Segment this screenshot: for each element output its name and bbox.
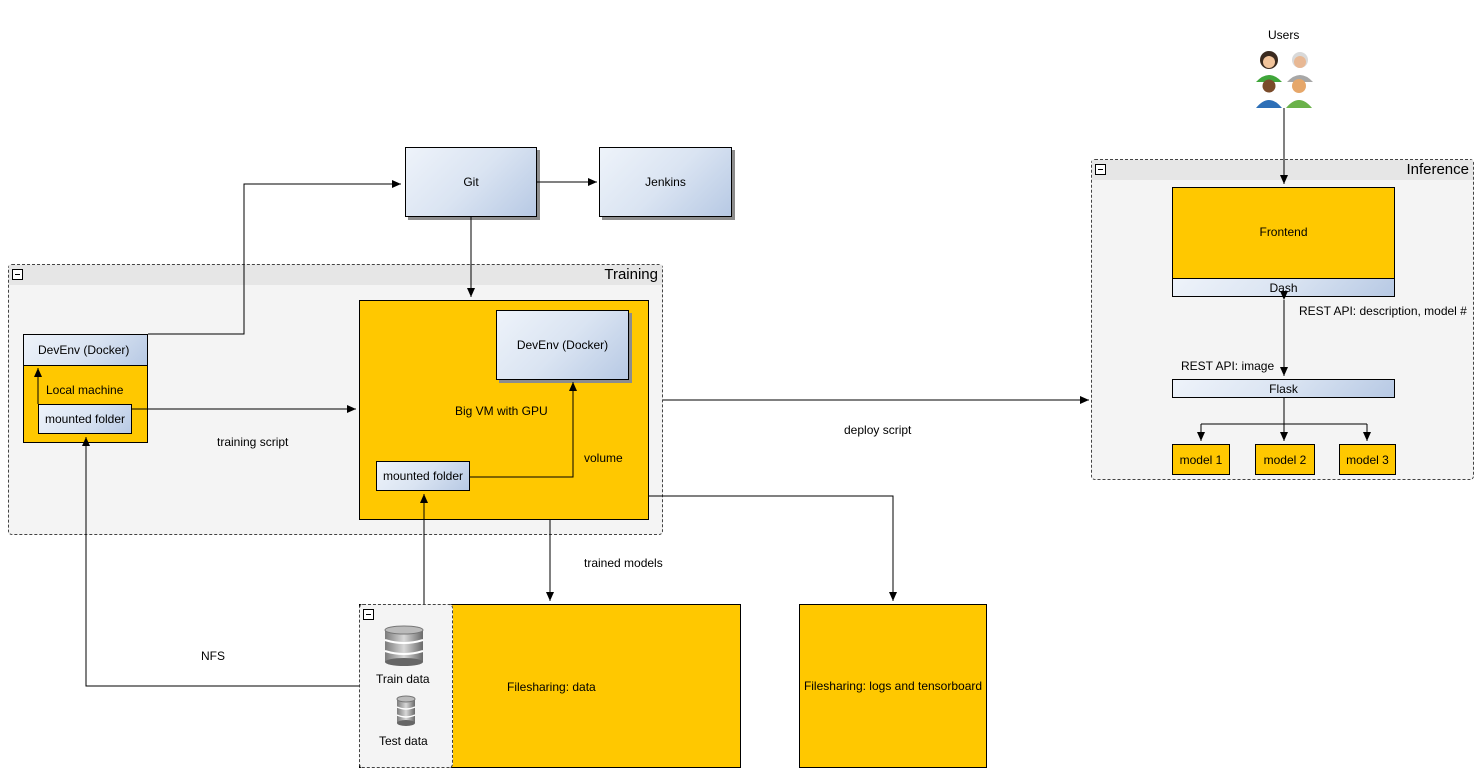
dash-label: Dash bbox=[1269, 280, 1298, 295]
dash-node[interactable]: Dash bbox=[1172, 278, 1395, 297]
devenv-local-label: DevEnv (Docker) bbox=[38, 343, 130, 357]
model-3-label: model 3 bbox=[1346, 452, 1389, 467]
jenkins-node[interactable]: Jenkins bbox=[599, 147, 732, 217]
model-2-label: model 2 bbox=[1263, 452, 1307, 467]
local-machine-label: Local machine bbox=[46, 383, 124, 397]
devenv-vm-label: DevEnv (Docker) bbox=[516, 338, 609, 352]
edge-devenv-to-git bbox=[148, 180, 401, 335]
users-icon bbox=[1256, 51, 1313, 108]
mounted-folder-vm-label: mounted folder bbox=[382, 469, 464, 483]
training-group-title: Training bbox=[604, 266, 658, 283]
database-icon bbox=[384, 625, 424, 666]
volume-label: volume bbox=[584, 451, 623, 465]
filesharing-logs-label: Filesharing: logs and tensorboard bbox=[803, 679, 983, 693]
trained-models-label: trained models bbox=[584, 556, 663, 570]
inference-group-title: Inference bbox=[1406, 161, 1469, 178]
collapse-icon[interactable] bbox=[12, 269, 23, 280]
filesharing-data-label: Filesharing: data bbox=[507, 680, 596, 694]
deploy-script-label: deploy script bbox=[844, 423, 912, 437]
users-label: Users bbox=[1268, 28, 1300, 42]
edge-logs bbox=[649, 495, 897, 601]
rest-api-image-label: REST API: image bbox=[1181, 359, 1275, 373]
frontend-label: Frontend bbox=[1259, 225, 1308, 239]
model-3-node[interactable]: model 3 bbox=[1339, 444, 1396, 475]
training-group-header bbox=[9, 265, 662, 285]
test-data-label: Test data bbox=[379, 734, 428, 748]
git-label: Git bbox=[463, 175, 479, 189]
mounted-folder-local-label: mounted folder bbox=[44, 412, 126, 426]
model-1-node[interactable]: model 1 bbox=[1172, 444, 1230, 475]
edge-flask-to-models bbox=[1201, 398, 1367, 425]
inference-group-header bbox=[1092, 160, 1473, 180]
data-group: Train data Test data bbox=[359, 604, 453, 768]
database-icon bbox=[396, 695, 416, 726]
jenkins-label: Jenkins bbox=[645, 175, 686, 189]
devenv-local-node[interactable]: DevEnv (Docker) bbox=[23, 334, 148, 366]
filesharing-logs-node[interactable]: Filesharing: logs and tensorboard bbox=[799, 604, 987, 768]
big-vm-label: Big VM with GPU bbox=[455, 404, 548, 418]
model-1-label: model 1 bbox=[1179, 452, 1223, 467]
devenv-vm-node[interactable]: DevEnv (Docker) bbox=[496, 310, 629, 380]
mounted-folder-vm-node[interactable]: mounted folder bbox=[376, 461, 470, 491]
mounted-folder-local-node[interactable]: mounted folder bbox=[38, 404, 132, 434]
training-script-label: training script bbox=[217, 435, 289, 449]
edge-nfs bbox=[82, 437, 359, 687]
train-data-label: Train data bbox=[376, 672, 430, 686]
model-2-node[interactable]: model 2 bbox=[1255, 444, 1315, 475]
edge-volume bbox=[470, 382, 577, 478]
flask-node[interactable]: Flask bbox=[1172, 379, 1395, 398]
collapse-icon[interactable] bbox=[363, 609, 374, 620]
collapse-icon[interactable] bbox=[1095, 164, 1106, 175]
git-node[interactable]: Git bbox=[405, 147, 537, 217]
rest-api-description-label: REST API: description, model # bbox=[1299, 304, 1467, 318]
flask-label: Flask bbox=[1269, 381, 1298, 396]
nfs-label: NFS bbox=[201, 649, 225, 663]
